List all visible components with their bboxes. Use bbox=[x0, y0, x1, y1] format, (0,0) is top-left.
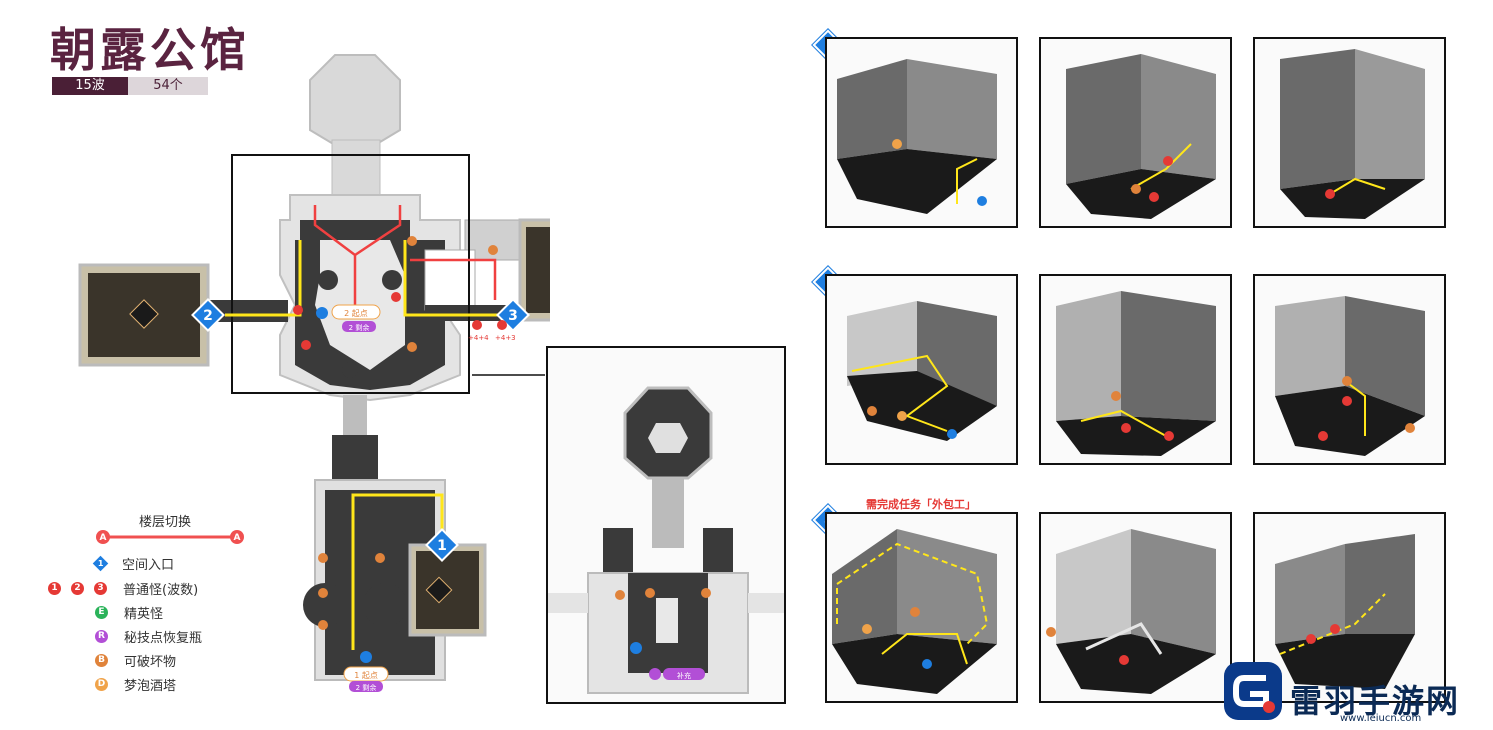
yellow-path bbox=[351, 493, 444, 650]
breakable-icon: B bbox=[95, 653, 108, 667]
room-view-2c bbox=[1253, 274, 1446, 465]
zoom-panel: 补充 bbox=[546, 346, 786, 704]
breakable-marker bbox=[645, 588, 655, 598]
pillar bbox=[342, 362, 358, 378]
start-icon bbox=[630, 642, 642, 654]
map-title: 朝露公馆 bbox=[50, 23, 250, 77]
breakable-marker bbox=[318, 588, 328, 598]
zoom-hall-center bbox=[656, 598, 678, 643]
endpoint-a-icon bbox=[96, 530, 110, 544]
floor-switch-bar: A A bbox=[96, 530, 244, 544]
zoom-left-corridor bbox=[548, 593, 588, 613]
enemy-wave-2-icon: 2 bbox=[71, 581, 84, 595]
zoom-stairs bbox=[652, 478, 684, 548]
svg-text:A: A bbox=[234, 533, 241, 543]
svg-text:A: A bbox=[100, 533, 107, 543]
watermark-logo-icon bbox=[1224, 662, 1282, 720]
legend-title: 楼层切换 bbox=[138, 515, 191, 530]
svg-text:2: 2 bbox=[203, 308, 213, 324]
endpoint-b-icon bbox=[230, 530, 244, 544]
room-view-3a bbox=[825, 512, 1018, 703]
enemy-marker bbox=[301, 340, 311, 350]
room-view-2b bbox=[1039, 274, 1232, 465]
lower-right-lobe bbox=[363, 583, 407, 627]
breakable-marker bbox=[701, 588, 711, 598]
pillar bbox=[318, 270, 338, 290]
svg-text:2 剩余: 2 剩余 bbox=[349, 323, 370, 332]
entry-badge-1-icon: 1 bbox=[425, 528, 459, 562]
svg-text:2 起点: 2 起点 bbox=[344, 309, 368, 318]
room-view-1c bbox=[1253, 37, 1446, 228]
legend-entry-portal: 1 空间入口 bbox=[92, 553, 174, 573]
left-room-icon bbox=[129, 299, 159, 329]
legend-enemy: 1 2 3 普通怪(波数) bbox=[48, 578, 198, 598]
legend-dream: D 梦泡酒塔 bbox=[95, 674, 176, 694]
enemy-count: +4+4 bbox=[468, 334, 489, 342]
enemy-marker bbox=[497, 320, 507, 330]
legend-breakable: B 可破坏物 bbox=[95, 650, 176, 670]
zoom-map: 补充 bbox=[548, 386, 784, 694]
mission-note: 需完成任务「外包工」 bbox=[866, 498, 976, 511]
portal-icon: 1 bbox=[92, 555, 109, 571]
restore-icon: R bbox=[95, 629, 108, 643]
start-icon bbox=[316, 307, 328, 319]
top-tower-room bbox=[309, 54, 401, 146]
svg-text:2 剩余: 2 剩余 bbox=[356, 683, 377, 692]
lower-room-icon bbox=[425, 576, 453, 604]
room-view-1a bbox=[825, 37, 1018, 228]
room-view-3b bbox=[1039, 512, 1232, 703]
zoom-tower-center bbox=[648, 423, 688, 453]
right-side-room-floor bbox=[526, 227, 550, 313]
start-point-lower: 1 起点 2 剩余 bbox=[343, 651, 389, 692]
enemy-count: +4+3 bbox=[495, 334, 516, 342]
breakable-marker bbox=[407, 342, 417, 352]
yellow-path bbox=[403, 240, 505, 317]
stair-landing bbox=[332, 435, 378, 480]
room-view-3c bbox=[1253, 512, 1446, 703]
start-point-main: 2 起点 2 剩余 bbox=[316, 304, 381, 332]
enemy-wave-1-icon: 1 bbox=[48, 581, 61, 595]
start-icon bbox=[360, 651, 372, 663]
room-view-2a bbox=[825, 274, 1018, 465]
zoom-right-corridor bbox=[748, 593, 784, 613]
breakable-marker bbox=[375, 553, 385, 563]
enemy-marker bbox=[472, 320, 482, 330]
legend-restore: R 秘技点恢复瓶 bbox=[95, 626, 202, 646]
count-tag: 54个 bbox=[128, 77, 208, 95]
watermark-url: www.leiucn.com bbox=[1340, 713, 1422, 724]
watermark-name: 雷羽手游网 bbox=[1290, 682, 1461, 720]
breakable-marker bbox=[488, 245, 498, 255]
pillar bbox=[382, 270, 402, 290]
red-path bbox=[313, 205, 357, 315]
lower-left-lobe bbox=[303, 583, 347, 627]
legend-elite: E 精英怪 bbox=[95, 602, 163, 622]
svg-text:1 起点: 1 起点 bbox=[354, 671, 378, 680]
breakable-marker bbox=[615, 590, 625, 600]
entry-badge-2-icon: 2 bbox=[191, 298, 225, 332]
svg-text:3: 3 bbox=[508, 308, 518, 324]
waves-tag: 15波 bbox=[52, 77, 128, 95]
yellow-path bbox=[225, 240, 302, 317]
zoom-selection-box bbox=[231, 154, 470, 394]
restore-marker bbox=[649, 668, 661, 680]
red-path bbox=[410, 258, 497, 300]
room-view-1b bbox=[1039, 37, 1232, 228]
main-map: 2 3 1 +4+4 +4+3 2 起点 2 剩余 1 起点 2 剩余 bbox=[78, 54, 550, 692]
breakable-marker bbox=[318, 620, 328, 630]
svg-text:1: 1 bbox=[437, 538, 447, 554]
dream-tower-icon: D bbox=[95, 677, 108, 691]
supply-label: 补充 bbox=[677, 671, 691, 680]
breakable-marker bbox=[407, 236, 417, 246]
enemy-marker bbox=[293, 305, 303, 315]
breakable-marker bbox=[318, 553, 328, 563]
red-path bbox=[354, 205, 402, 257]
enemy-marker bbox=[391, 292, 401, 302]
supply-label-bg bbox=[663, 668, 705, 680]
elite-icon: E bbox=[95, 605, 108, 619]
enemy-wave-3-icon: 3 bbox=[94, 581, 107, 595]
